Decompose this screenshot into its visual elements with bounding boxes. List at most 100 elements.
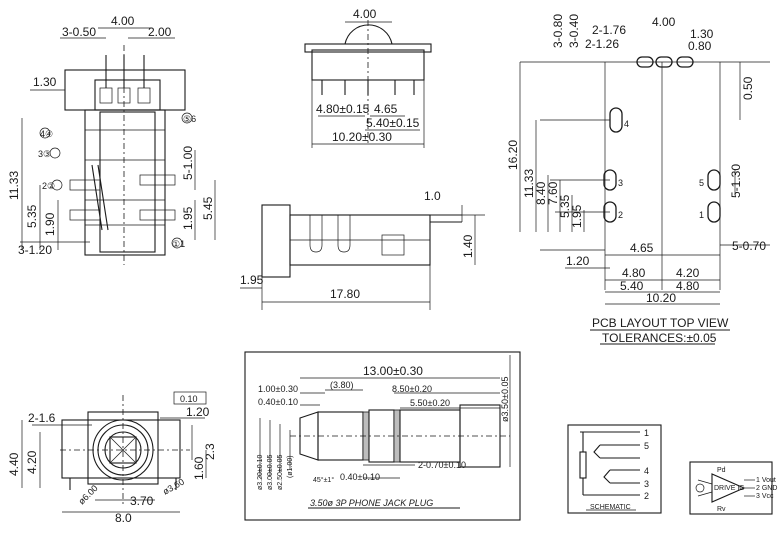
dim-side-1-40: 1.40 <box>461 234 475 258</box>
dim-bf-2-1-6: 2-1.6 <box>28 411 56 425</box>
dim-front-5-35: 5.35 <box>25 204 39 228</box>
pcb-tolerance: TOLERANCES:±0.05 <box>602 331 717 345</box>
dim-bf-0-10: 0.10 <box>180 394 198 404</box>
schematic-pin-1: 1 <box>644 428 649 438</box>
dim-plug-5-50: 5.50±0.20 <box>410 398 450 408</box>
dim-bf-8-0: 8.0 <box>115 511 132 525</box>
circuit-label-pd: Pd <box>717 467 726 474</box>
bottom-front-view: 0.10 2-1.6 1.20 4.40 4.20 2.3 1.60 ø6.00… <box>7 391 217 525</box>
dim-bf-4-20: 4.20 <box>25 450 39 474</box>
dim-side-17-80: 17.80 <box>330 287 360 301</box>
label-pin-2: 2② <box>42 181 55 191</box>
dim-pcb-8-40: 8.40 <box>534 181 548 205</box>
dim-plug-13-00: 13.00±0.30 <box>363 364 423 378</box>
dim-pcb-4-80-b: 4.80 <box>676 279 700 293</box>
pcb-pad-4 <box>609 107 623 133</box>
dim-front-5-1-00: 5-1.00 <box>181 146 195 180</box>
pcb-pad-3 <box>603 169 617 191</box>
dim-pcb-5-1-30: 5-1.30 <box>729 164 743 198</box>
phone-jack-plug-view: 13.00±0.30 1.00±0.30 (3.80) 8.50±0.20 0.… <box>244 351 521 521</box>
schematic-pin-5: 5 <box>644 441 649 451</box>
dim-plug-0-40-top: 0.40±0.10 <box>258 397 298 407</box>
pad-label-3: 3 <box>618 178 623 188</box>
dim-front-2-00: 2.00 <box>148 25 172 39</box>
label-pin-4: 4④ <box>40 129 53 139</box>
side-view: 1.0 1.40 1.95 17.80 <box>240 189 485 310</box>
schematic-view: 1 5 4 3 2 SCHEMATIC <box>567 424 662 514</box>
circuit-label-drive-ic: DRIVE IC <box>714 485 744 492</box>
dim-side-1-0: 1.0 <box>424 189 441 203</box>
dim-plug-dia-3-00: ø3.00±0.05 <box>267 455 274 490</box>
schematic-pin-4: 4 <box>644 466 649 476</box>
dim-bf-dia-3-60: ø3.60 <box>161 477 186 497</box>
plug-caption: 3.50ø 3P PHONE JACK PLUG <box>310 498 433 508</box>
pcb-pad-1 <box>707 201 721 223</box>
dim-bf-dia-6-00: ø6.00 <box>76 483 99 506</box>
dim-pcb-4-00: 4.00 <box>652 15 676 29</box>
circuit-label-gnd: 2 GND <box>756 485 777 492</box>
dim-side-1-95: 1.95 <box>240 273 264 287</box>
dim-front-1-30: 1.30 <box>33 75 57 89</box>
dim-plug-dia-3-50: ø3.50±0.05 <box>500 377 510 422</box>
schematic-caption: SCHEMATIC <box>590 504 631 511</box>
pcb-layout-title: PCB LAYOUT TOP VIEW <box>592 316 729 330</box>
pad-label-5: 5 <box>699 178 704 188</box>
label-pin-6: ⑤6 <box>183 114 196 124</box>
dim-pcb-7-60: 7.60 <box>546 181 560 205</box>
dim-front-4-00: 4.00 <box>111 14 135 28</box>
dim-top-5-40: 5.40±0.15 <box>366 116 420 130</box>
dim-plug-dia-3-20: ø3.20±0.10 <box>257 455 264 490</box>
dim-top-10-20: 10.20±0.30 <box>332 130 392 144</box>
dim-top-4-00: 4.00 <box>353 7 377 21</box>
dim-pcb-0-80: 0.80 <box>688 39 712 53</box>
dim-front-1-90: 1.90 <box>43 212 57 236</box>
top-view: 4.00 4.80±0.15 4.65 5.40±0.15 10.20±0.30 <box>304 7 432 148</box>
dim-pcb-5-0-70: 5-0.70 <box>732 239 766 253</box>
dim-plug-angle: 45°±1° <box>313 476 334 484</box>
dim-front-1-95: 1.95 <box>181 206 195 230</box>
dim-bf-1-60: 1.60 <box>192 456 206 480</box>
dim-plug-dia-2-50: ø2.50±0.05 <box>277 455 284 490</box>
circuit-label-vout: 1 Vout <box>756 477 776 484</box>
pcb-pad-5 <box>707 169 721 191</box>
dim-plug-dia-1-00: (ø1.00) <box>287 455 294 478</box>
dim-pcb-10-20: 10.20 <box>646 291 676 305</box>
dim-top-4-65: 4.65 <box>374 102 398 116</box>
dim-pcb-2-1-26: 2-1.26 <box>585 37 619 51</box>
dim-plug-3-80: (3.80) <box>330 380 354 390</box>
dim-pcb-5-40: 5.40 <box>620 279 644 293</box>
dim-pcb-11-33: 11.33 <box>522 169 536 198</box>
circuit-label-vcc: 3 Vcc <box>756 493 774 500</box>
dim-bf-3-70: 3.70 <box>130 494 154 508</box>
dim-pcb-1-30: 1.30 <box>690 27 714 41</box>
dim-front-3-1-20: 3-1.20 <box>18 243 52 257</box>
dim-top-4-80: 4.80±0.15 <box>316 102 370 116</box>
pad-label-2: 2 <box>618 210 623 220</box>
schematic-pin-2: 2 <box>644 491 649 501</box>
dim-pcb-3-0-80: 3-0.80 <box>551 14 565 48</box>
dim-pcb-3-0-40: 3-0.40 <box>567 14 581 48</box>
dim-front-3-0-50: 3-0.50 <box>62 25 96 39</box>
dim-pcb-1-95: 1.95 <box>570 204 584 228</box>
pad-label-4: 4 <box>624 119 629 129</box>
dim-plug-8-50: 8.50±0.20 <box>392 384 432 394</box>
dim-pcb-2-1-76: 2-1.76 <box>592 23 626 37</box>
label-pin-3: 3③ <box>38 149 51 159</box>
dim-pcb-1-20: 1.20 <box>566 254 590 268</box>
dim-pcb-5-35: 5.35 <box>558 194 572 218</box>
pcb-pad-2 <box>603 201 617 223</box>
circuit-label-rv: Rv <box>717 506 726 513</box>
dim-pcb-0-50: 0.50 <box>741 76 755 100</box>
label-pin-1: ①1 <box>172 239 185 249</box>
dim-front-11-33: 11.33 <box>7 171 21 200</box>
dim-pcb-4-20: 4.20 <box>676 266 700 280</box>
dim-bf-4-40: 4.40 <box>7 452 21 476</box>
dim-plug-1-00: 1.00±0.30 <box>258 384 298 394</box>
dim-pcb-4-80: 4.80 <box>622 266 646 280</box>
pad-label-1: 1 <box>699 210 704 220</box>
dim-bf-1-20: 1.20 <box>186 405 210 419</box>
pcb-layout-view: 3-0.80 3-0.40 2-1.76 4.00 1.30 2-1.26 0.… <box>506 14 770 345</box>
dim-pcb-4-65: 4.65 <box>630 241 654 255</box>
dim-plug-2-0-70: 2-0.70±0.10 <box>418 460 466 470</box>
